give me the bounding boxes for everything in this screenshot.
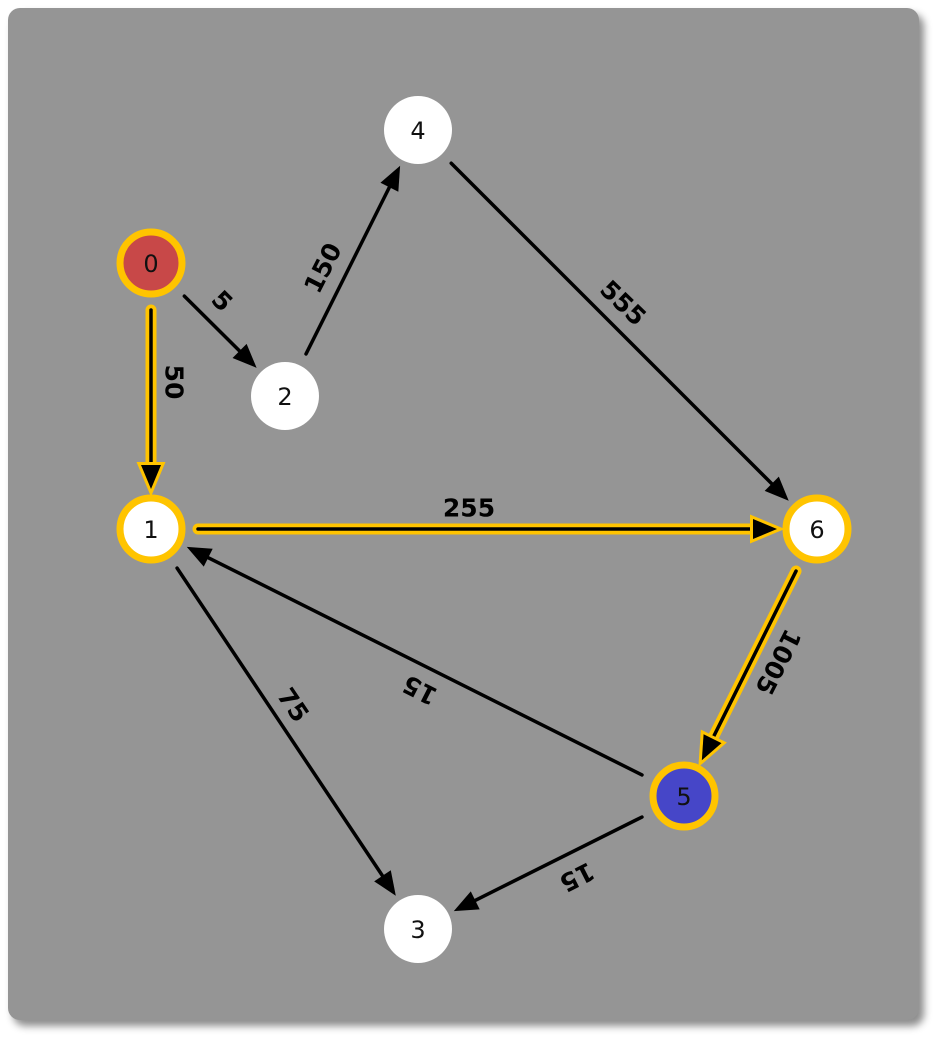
arrowhead-icon [186,546,213,567]
node-1[interactable]: 1 [116,494,186,564]
edge-line [449,161,775,487]
edge-weight-label: 555 [594,274,652,331]
edge-2-4 [304,165,401,356]
edge-line [182,294,243,355]
edge-line [471,815,644,904]
edge-line [304,183,393,356]
arrowhead-icon [232,343,257,368]
node-circle [649,761,719,831]
node-2[interactable]: 2 [251,362,319,430]
edge-5-1 [186,546,644,777]
edge-0-2 [182,294,257,368]
arrowhead-icon [750,514,785,544]
node-label: 0 [143,250,158,278]
arrowhead-icon [453,891,480,912]
edge-weight-label: 15 [555,856,599,898]
edge-line [175,566,386,880]
edge-weight-label: 50 [160,365,189,400]
node-4[interactable]: 4 [384,96,452,164]
arrowhead-icon [374,870,396,896]
node-label: 2 [277,383,292,411]
edge-line [204,555,644,777]
arrowhead-icon [136,462,166,497]
edge-line [709,569,798,743]
arrowhead-icon [380,165,401,192]
node-circle [116,494,186,564]
edge-1-6 [192,514,785,544]
edge-0-1 [136,304,166,497]
node-label: 6 [809,516,824,544]
node-label: 3 [410,916,425,944]
node-5[interactable]: 5 [649,761,719,831]
edge-6-5 [698,565,802,768]
edges-layer [136,161,802,912]
node-label: 5 [676,783,691,811]
node-3[interactable]: 3 [384,895,452,963]
node-circle [384,895,452,963]
node-label: 1 [143,516,158,544]
node-circle [116,228,186,298]
edge-weight-label: 255 [443,494,495,523]
node-0[interactable]: 0 [116,228,186,298]
nodes-layer: 0 1 2 3 4 5 6 [116,96,852,963]
node-label: 4 [410,117,425,145]
arrowhead-icon [698,729,727,768]
node-circle [384,96,452,164]
edge-weight-label: 15 [398,669,442,711]
edge-5-3 [453,815,644,912]
node-circle [251,362,319,430]
node-6[interactable]: 6 [782,494,852,564]
node-circle [782,494,852,564]
arrowhead-icon [764,476,789,501]
edge-weight-label: 5 [206,285,239,318]
edge-1-3 [175,566,396,896]
edge-4-6 [449,161,789,501]
